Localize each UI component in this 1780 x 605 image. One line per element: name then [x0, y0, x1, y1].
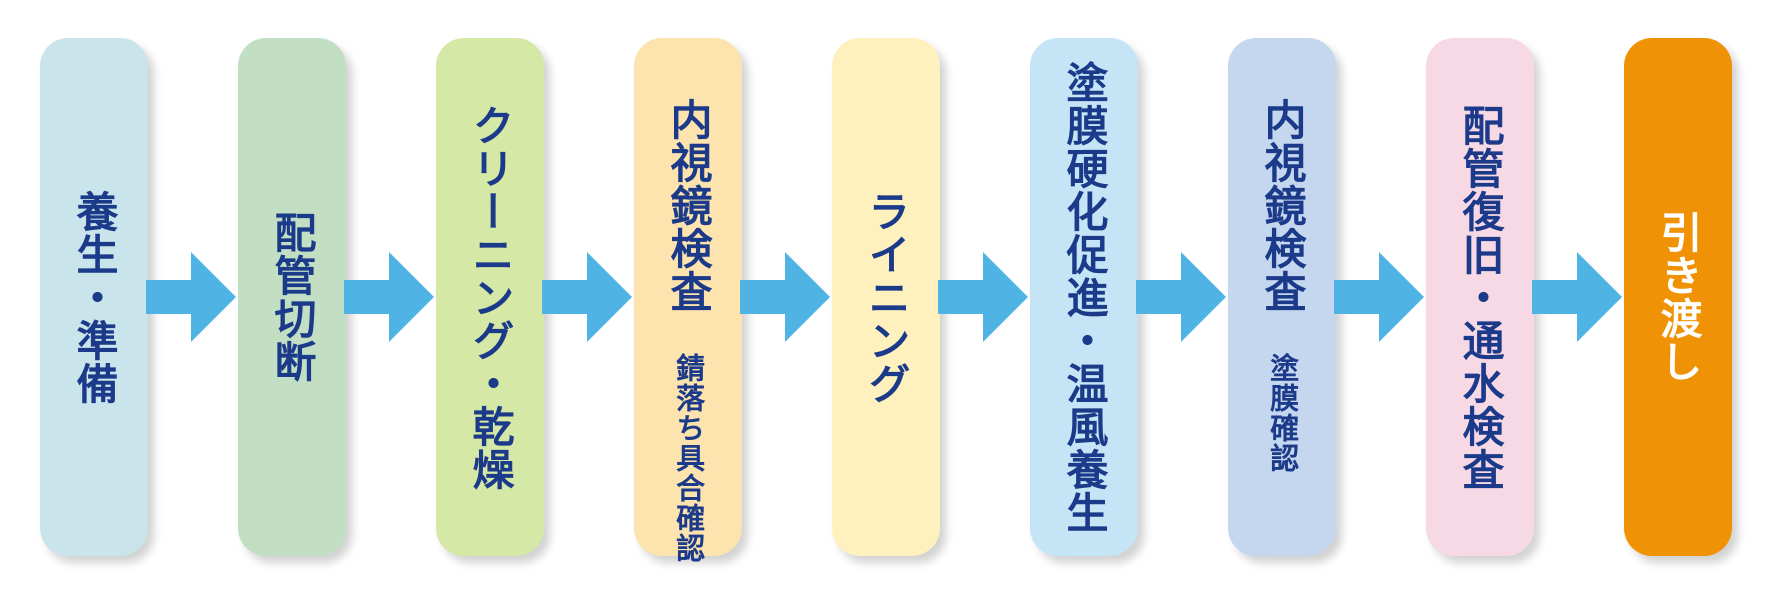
arrow-right-icon: [1334, 252, 1424, 342]
step-label: 配管復旧・通水検査: [1456, 103, 1505, 491]
step-label: 内視鏡検査: [664, 98, 713, 313]
step-pipe-cutting: 配管切断: [238, 38, 346, 556]
arrow-right-icon: [542, 252, 632, 342]
step-label: 塗膜硬化促進・温風養生: [1060, 60, 1109, 534]
step-endoscope-inspection-coating: 内視鏡検査 塗膜確認: [1228, 38, 1336, 556]
step-curing-preparation: 養生・準備: [40, 38, 148, 556]
arrow-right-icon: [1532, 252, 1622, 342]
step-coating-curing-warm-air: 塗膜硬化促進・温風養生: [1030, 38, 1138, 556]
step-cleaning-drying: クリーニング・乾燥: [436, 38, 544, 556]
step-label: 養生・準備: [70, 189, 119, 405]
step-label: 内視鏡検査: [1258, 98, 1307, 313]
arrow-right-icon: [938, 252, 1028, 342]
step-label: 引き渡し: [1654, 211, 1703, 383]
step-label: クリーニング・乾燥: [466, 103, 515, 491]
step-pipe-restoration-water-test: 配管復旧・通水検査: [1426, 38, 1534, 556]
step-lining: ライニング: [832, 38, 940, 556]
arrow-right-icon: [740, 252, 830, 342]
step-sublabel: 塗膜確認: [1265, 353, 1300, 473]
arrow-right-icon: [146, 252, 236, 342]
arrow-right-icon: [344, 252, 434, 342]
step-label: 配管切断: [268, 211, 317, 383]
step-label: ライニング: [862, 189, 911, 405]
step-sublabel: 錆落ち具合確認: [671, 353, 706, 563]
step-endoscope-inspection-rust: 内視鏡検査 錆落ち具合確認: [634, 38, 742, 563]
arrow-right-icon: [1136, 252, 1226, 342]
step-handover: 引き渡し: [1624, 38, 1732, 556]
